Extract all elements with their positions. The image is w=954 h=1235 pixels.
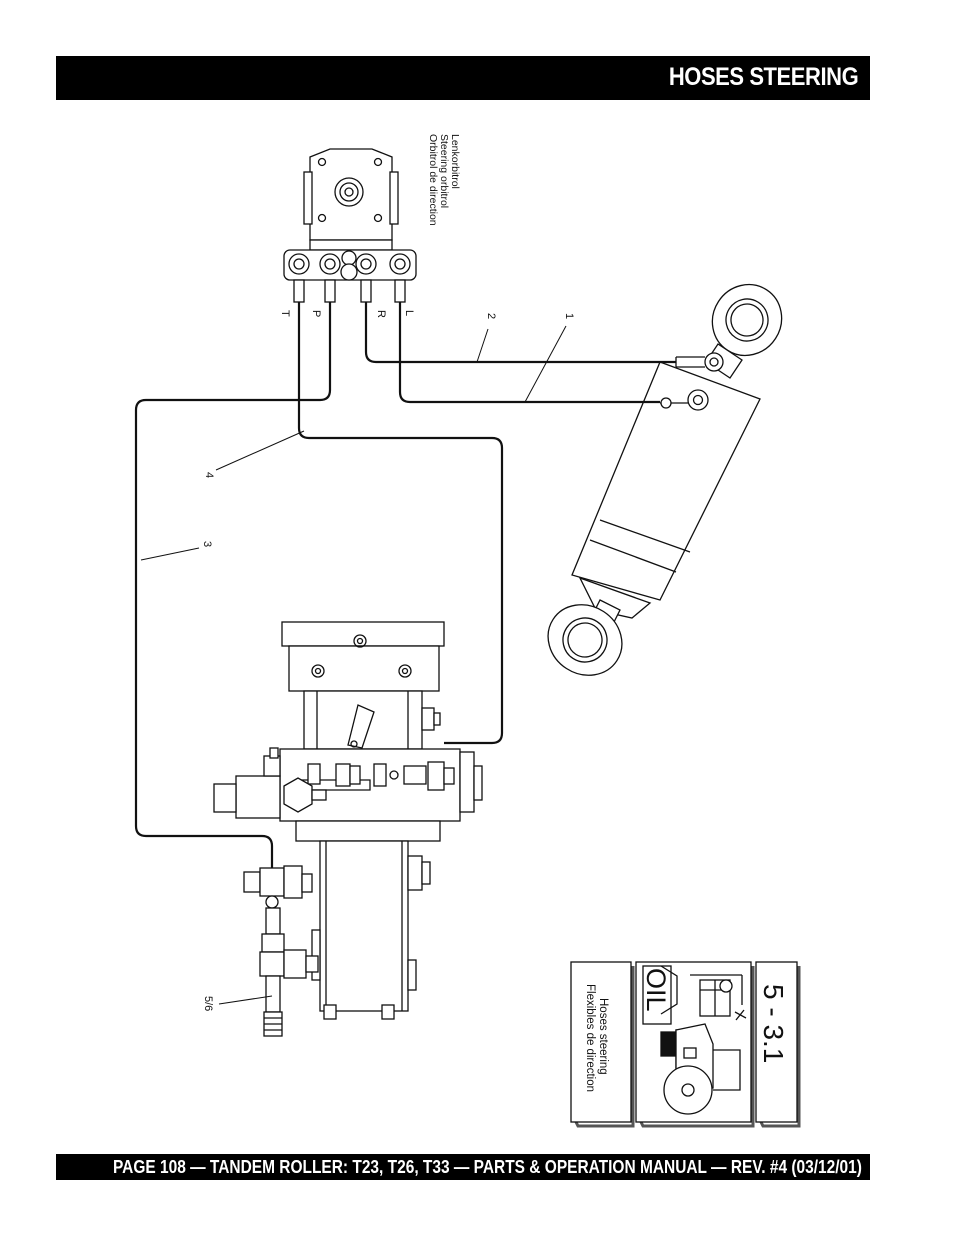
orbitrol-label-de: Lenkorbitrol bbox=[449, 134, 461, 189]
callout-2: 2 bbox=[485, 313, 497, 319]
orbitrol-label-fr: Orbitrol de direction bbox=[427, 134, 439, 226]
oil-badge-text: OIL bbox=[641, 968, 671, 1012]
page-title: HOSES STEERING bbox=[668, 63, 859, 91]
callout-1: 1 bbox=[563, 313, 575, 319]
hose-2 bbox=[364, 302, 676, 364]
hose-lines bbox=[134, 302, 676, 880]
oil-badge bbox=[642, 965, 678, 1025]
callout-3: 3 bbox=[201, 541, 213, 547]
header-bar: HOSES STEERING bbox=[56, 56, 870, 100]
orbitrol-unit bbox=[283, 148, 417, 303]
pump-valve-assembly bbox=[213, 621, 483, 1037]
section-label-box bbox=[570, 961, 801, 1128]
hose-4 bbox=[297, 302, 504, 745]
port-label-t: T bbox=[279, 310, 291, 317]
section-number: 5 - 3.1 bbox=[758, 984, 789, 1063]
port-label-r: R bbox=[375, 310, 387, 318]
leader-lines bbox=[140, 325, 567, 1005]
hose-1 bbox=[398, 302, 660, 404]
section-title-fr: Flexibles de direction bbox=[584, 984, 596, 1092]
callout-5-6: 5/6 bbox=[202, 996, 214, 1011]
roller-pictogram bbox=[660, 974, 747, 1115]
callout-4: 4 bbox=[203, 472, 215, 478]
steering-cylinder bbox=[547, 283, 783, 676]
port-label-l: L bbox=[403, 310, 415, 316]
footer-text: PAGE 108 — TANDEM ROLLER: T23, T26, T33 … bbox=[112, 1157, 862, 1177]
footer-bar: PAGE 108 — TANDEM ROLLER: T23, T26, T33 … bbox=[56, 1154, 870, 1180]
hose-3 bbox=[134, 302, 332, 880]
port-label-p: P bbox=[310, 310, 322, 317]
section-title-en: Hoses steering bbox=[597, 998, 609, 1075]
orbitrol-label-en: Steering orbitrol bbox=[438, 134, 450, 208]
